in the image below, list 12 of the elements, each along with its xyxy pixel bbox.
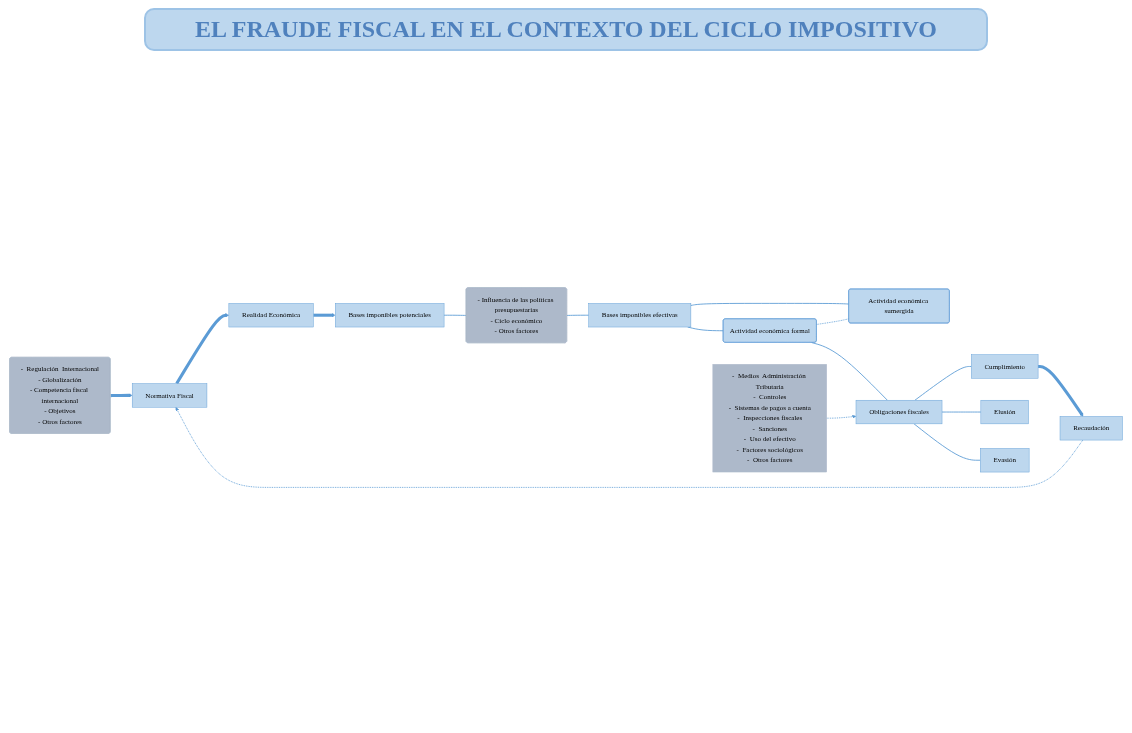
connector (941, 411, 982, 413)
connector (443, 314, 467, 316)
connector (690, 302, 850, 306)
connector (811, 342, 888, 401)
diagram-title: EL FRAUDE FISCAL EN EL CONTEXTO DEL CICLO IMPOSITIVO (144, 8, 988, 51)
connector (914, 366, 972, 401)
arrow (313, 313, 336, 318)
arrow (110, 393, 133, 398)
connector (566, 314, 590, 316)
arrow (175, 313, 230, 385)
connector (913, 423, 981, 461)
arrow (1038, 364, 1084, 417)
